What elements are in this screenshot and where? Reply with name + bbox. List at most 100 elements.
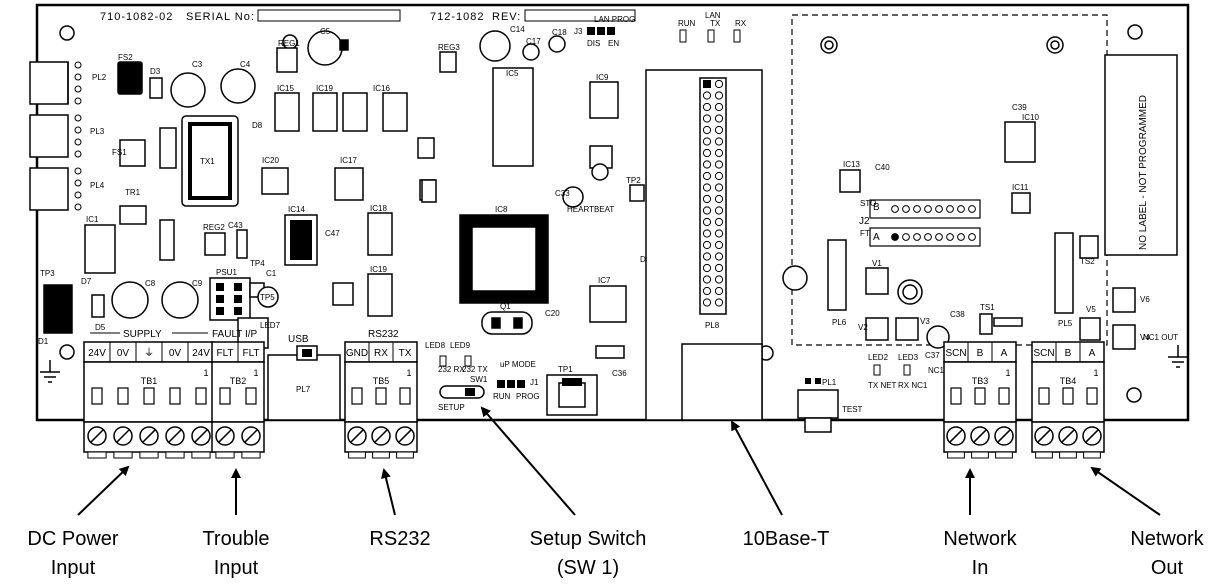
j2-pins: [891, 205, 976, 241]
led2-label: LED2: [868, 353, 889, 362]
led9-label: LED9: [450, 341, 471, 350]
lan-tx-label: TX: [710, 19, 721, 28]
tb2-pin-label: FLT: [242, 348, 259, 359]
arrow-dc-power: [77, 465, 130, 516]
tb5-wire-slot: [351, 387, 363, 405]
pl8-pin: [702, 91, 712, 100]
tb5-tooth: [348, 451, 366, 459]
j3-label: J3: [574, 27, 583, 36]
callout-network-out-line1: Network: [1130, 528, 1204, 550]
left-connector-pins: [74, 61, 82, 211]
tb3-screw-slot: [997, 429, 1011, 443]
pl8-pin: [714, 275, 724, 284]
j1-label: J1: [530, 378, 539, 387]
b-label: B: [873, 202, 880, 213]
ic20-label: IC20: [262, 156, 279, 165]
j2-pin: [957, 205, 965, 213]
v3-label: V3: [920, 317, 930, 326]
pl8-pin: [714, 298, 724, 307]
tp2-label: TP5: [260, 293, 275, 302]
rev-label: REV:: [492, 11, 521, 23]
tb4-screw-slot: [1037, 429, 1051, 443]
tb3-pin-label: B: [977, 348, 984, 359]
sw1-switch: [439, 385, 485, 399]
j2-pin: [946, 205, 954, 213]
c5-label: C5: [320, 27, 331, 36]
reg3-label: REG3: [438, 43, 460, 52]
tb1-wire-slot: [195, 387, 207, 405]
usb-label: USB: [288, 334, 309, 345]
pl1-label: PL1: [822, 378, 837, 387]
pl8-pin: [714, 206, 724, 215]
pl6-label: PL6: [832, 318, 847, 327]
nc-in-label: NC1 IN: [928, 366, 954, 375]
callout-setup-switch-line2: (SW 1): [557, 557, 619, 579]
tx-net-label: TX NET: [868, 381, 897, 390]
tb1-wire-slot: [143, 387, 155, 405]
pcb001-button: [562, 378, 582, 386]
rs232-leds: [439, 355, 472, 367]
tb4-wire-slot: [1038, 387, 1050, 405]
rev-box: [524, 9, 636, 22]
c39-label: C39: [1012, 103, 1027, 112]
pl4-label: PL4: [90, 181, 105, 190]
pl8-pin: [702, 275, 712, 284]
tb1-tooth: [139, 451, 159, 459]
tb2-tooth: [215, 451, 235, 459]
tb5-wire-slot: [399, 387, 411, 405]
ic16-label: IC17: [340, 156, 357, 165]
lan-run-label: RUN: [678, 19, 696, 28]
prog-label: PROG: [516, 392, 540, 401]
j2-pin: [935, 233, 943, 241]
c14-label: C14: [510, 25, 525, 34]
tb5-pin-label: TX: [399, 348, 412, 359]
tb1-screw-slot: [168, 429, 182, 443]
pl7-label: PL7: [296, 385, 311, 394]
pl8-pin: [714, 263, 724, 273]
reg1-label: REG1: [278, 39, 300, 48]
nc1-leds: [873, 364, 911, 376]
tb1-name: TB1: [141, 376, 158, 386]
led1-label: TP2: [626, 176, 641, 185]
arrow-rs232: [381, 468, 396, 516]
pl8-pins: [702, 79, 724, 307]
tb1-tooth: [165, 451, 185, 459]
pl8-pin: [702, 102, 712, 112]
pl8-pin: [702, 263, 712, 273]
test-label: TEST: [842, 405, 863, 414]
tb1-pin-label: ⏚: [144, 347, 154, 359]
lan-rx-label: RX: [735, 19, 747, 28]
pl8-pin: [702, 240, 712, 250]
tb4-tooth: [1035, 451, 1053, 459]
a-label: A: [873, 232, 880, 243]
callout-arrows: [77, 406, 1161, 516]
v5-label: V5: [1086, 305, 1096, 314]
sto-label: STO: [860, 199, 876, 208]
supply-label: SUPPLY: [123, 329, 162, 340]
pl8-pin: [714, 183, 724, 192]
reg2-label: REG2: [203, 223, 225, 232]
j2-pin: [924, 233, 932, 241]
tb2-wire-slot: [219, 387, 231, 405]
tb2-name: TB2: [230, 376, 247, 386]
j2-pin: [913, 233, 921, 241]
j2-pin: [968, 233, 976, 241]
tb1-screw-slot: [194, 429, 208, 443]
c28-label: C33: [555, 189, 570, 198]
test-button-body: [797, 389, 839, 419]
led3-label: LED3: [898, 353, 919, 362]
test-button-cap: [804, 417, 832, 433]
fault-ip-label: FAULT I/P: [212, 329, 258, 340]
pl8-pin: [714, 217, 724, 227]
c43-label: C47: [325, 229, 340, 238]
ic9-label: IC9: [596, 73, 609, 82]
c4-label: C4: [240, 60, 251, 69]
tb3-screw-slot: [949, 429, 963, 443]
lan-dis-label: DIS: [587, 39, 600, 48]
tb1-screw-slot: [116, 429, 130, 443]
pl8-pin: [702, 137, 712, 146]
arrow-network-out: [1090, 466, 1161, 516]
ic17-label: IC18: [370, 204, 387, 213]
